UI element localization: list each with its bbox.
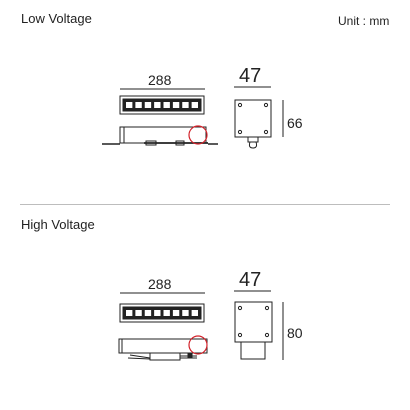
low-led-5 [163, 102, 170, 108]
low-side-view [102, 125, 218, 146]
high-height-dimension: 80 [287, 325, 303, 341]
high-width-dimension: 47 [239, 269, 262, 291]
low-led-2 [135, 102, 142, 108]
low-led-6 [172, 102, 180, 108]
high-voltage-title: High Voltage [21, 217, 95, 232]
low-height-dimension: 66 [287, 115, 303, 131]
high-led-3 [144, 310, 152, 316]
low-length-dimension: 288 [148, 72, 172, 88]
high-length-dimension: 288 [148, 276, 172, 292]
low-width-dimension: 47 [239, 65, 262, 87]
high-led-4 [154, 310, 161, 316]
high-led-6 [172, 310, 180, 316]
high-side-view [118, 335, 208, 361]
low-voltage-title: Low Voltage [21, 11, 92, 26]
section-divider [20, 204, 390, 205]
low-led-row [126, 102, 199, 108]
high-led-2 [135, 310, 142, 316]
high-front-view [119, 303, 205, 323]
high-led-row [126, 310, 199, 316]
high-led-5 [163, 310, 170, 316]
high-end-view [234, 301, 273, 360]
low-led-4 [154, 102, 161, 108]
high-led-8 [191, 310, 199, 316]
low-led-3 [144, 102, 152, 108]
low-led-8 [191, 102, 199, 108]
unit-label: Unit : mm [338, 14, 390, 28]
high-led-7 [182, 310, 189, 316]
low-highlight-circle [188, 125, 208, 145]
low-end-view [234, 99, 272, 149]
high-highlight-circle [188, 335, 208, 355]
low-front-view [119, 95, 205, 115]
low-led-7 [182, 102, 189, 108]
high-led-1 [126, 310, 133, 316]
low-led-1 [126, 102, 133, 108]
